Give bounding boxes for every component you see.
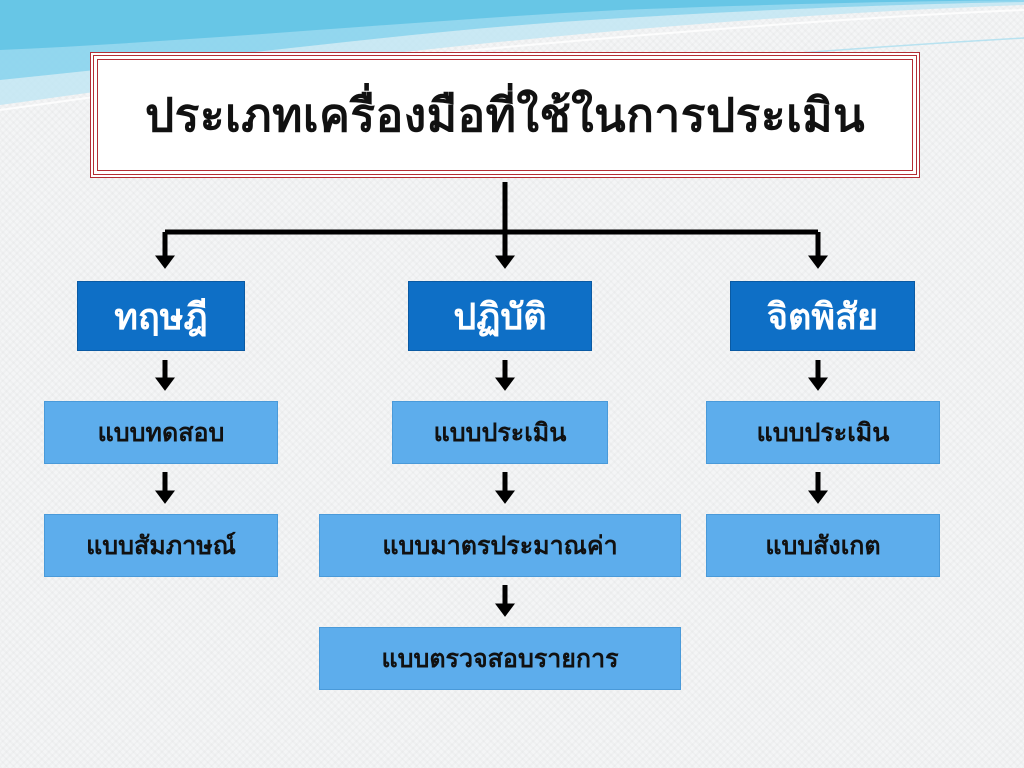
arrow-down-icon bbox=[495, 603, 515, 617]
arrow-down-icon bbox=[495, 255, 515, 269]
item-test: แบบทดสอบ bbox=[44, 401, 278, 464]
item-label: แบบมาตรประมาณค่า bbox=[382, 530, 618, 560]
item-label: แบบสังเกต bbox=[765, 530, 881, 560]
item-observation: แบบสังเกต bbox=[706, 514, 940, 577]
item-assessment: แบบประเมิน bbox=[392, 401, 608, 464]
category-label: จิตพิสัย bbox=[766, 295, 879, 338]
title-box: ประเภทเครื่องมือที่ใช้ในการประเมิน bbox=[90, 52, 920, 178]
arrow-down-icon bbox=[155, 377, 175, 391]
item-label: แบบทดสอบ bbox=[97, 417, 225, 447]
arrow-down-icon bbox=[808, 490, 828, 504]
arrow-down-icon bbox=[155, 490, 175, 504]
category-label: ปฏิบัติ bbox=[453, 295, 547, 338]
item-label: แบบประเมิน bbox=[433, 417, 567, 447]
arrow-down-icon bbox=[495, 490, 515, 504]
category-practice: ปฏิบัติ bbox=[408, 281, 592, 351]
category-theory: ทฤษฎี bbox=[77, 281, 245, 351]
item-rating-scale: แบบมาตรประมาณค่า bbox=[319, 514, 681, 577]
arrow-down-icon bbox=[808, 255, 828, 269]
page-title: ประเภทเครื่องมือที่ใช้ในการประเมิน bbox=[144, 87, 866, 142]
item-label: แบบตรวจสอบรายการ bbox=[381, 643, 619, 673]
item-label: แบบประเมิน bbox=[756, 417, 890, 447]
arrow-down-icon bbox=[495, 377, 515, 391]
category-label: ทฤษฎี bbox=[114, 295, 208, 338]
item-label: แบบสัมภาษณ์ bbox=[86, 530, 236, 560]
arrow-down-icon bbox=[808, 377, 828, 391]
item-checklist: แบบตรวจสอบรายการ bbox=[319, 627, 681, 690]
item-assessment-affective: แบบประเมิน bbox=[706, 401, 940, 464]
arrow-down-icon bbox=[155, 255, 175, 269]
category-affective: จิตพิสัย bbox=[730, 281, 915, 351]
item-interview: แบบสัมภาษณ์ bbox=[44, 514, 278, 577]
